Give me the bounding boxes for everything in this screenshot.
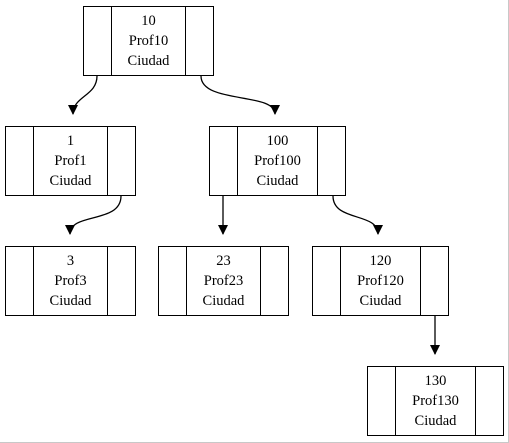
node-city: Ciudad [414, 413, 457, 429]
node-city: Ciudad [202, 293, 245, 309]
node-key: 10 [141, 13, 156, 29]
node-prof: Prof130 [412, 393, 459, 409]
right-pointer-cell [107, 127, 135, 195]
node-city: Ciudad [49, 173, 92, 189]
left-pointer-cell [6, 127, 34, 195]
node-prof: Prof23 [203, 273, 244, 289]
edge-100-to-120 [332, 195, 383, 235]
edge-10-to-100 [200, 75, 280, 115]
node-city: Ciudad [359, 293, 402, 309]
tree-node-130: 130 Prof130 Ciudad [367, 366, 504, 436]
left-pointer-cell [6, 247, 34, 315]
right-pointer-cell [420, 247, 448, 315]
left-pointer-cell [159, 247, 187, 315]
node-prof: Prof1 [54, 153, 87, 169]
node-prof: Prof120 [357, 273, 404, 289]
node-key: 100 [266, 133, 289, 149]
node-city: Ciudad [127, 53, 170, 69]
right-pointer-cell [475, 367, 503, 435]
left-pointer-cell [368, 367, 396, 435]
edge-1-to-3 [65, 195, 122, 235]
left-pointer-cell [84, 7, 112, 75]
right-pointer-cell [260, 247, 288, 315]
right-pointer-cell [317, 127, 345, 195]
right-pointer-cell [107, 247, 135, 315]
tree-node-3: 3 Prof3 Ciudad [5, 246, 136, 316]
tree-node-100: 100 Prof100 Ciudad [209, 126, 346, 196]
node-key: 23 [216, 253, 231, 269]
node-prof: Prof10 [128, 33, 169, 49]
node-prof: Prof100 [254, 153, 301, 169]
node-key: 130 [424, 373, 447, 389]
node-city: Ciudad [256, 173, 299, 189]
left-pointer-cell [210, 127, 238, 195]
tree-node-10: 10 Prof10 Ciudad [83, 6, 214, 76]
tree-node-23: 23 Prof23 Ciudad [158, 246, 289, 316]
node-key: 3 [66, 253, 75, 269]
node-prof: Prof3 [54, 273, 87, 289]
right-pointer-cell [185, 7, 213, 75]
node-key: 1 [66, 133, 75, 149]
tree-node-1: 1 Prof1 Ciudad [5, 126, 136, 196]
node-city: Ciudad [49, 293, 92, 309]
edge-10-to-1 [68, 75, 98, 115]
left-pointer-cell [313, 247, 341, 315]
tree-node-120: 120 Prof120 Ciudad [312, 246, 449, 316]
node-key: 120 [369, 253, 392, 269]
